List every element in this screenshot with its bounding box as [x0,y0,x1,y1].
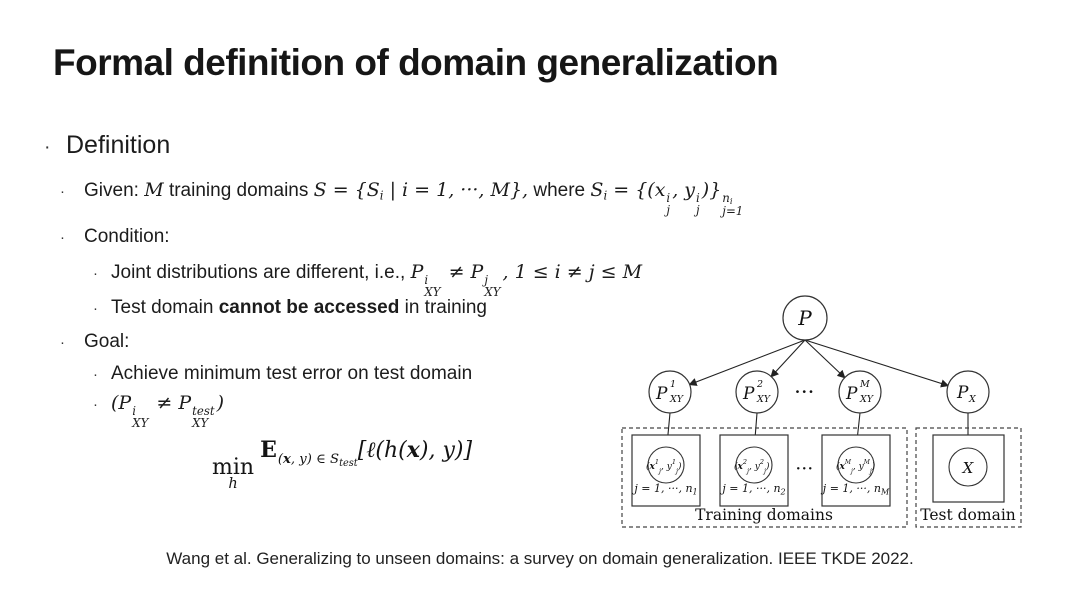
achieve-text: Achieve minimum test error on test domai… [111,363,473,384]
expectation-subscript: (x, y) ∈ Stest [277,451,358,469]
citation-footer: Wang et al. Generalizing to unseen domai… [166,549,914,568]
joint-distributions-text: Joint distributions are different, i.e.,… [111,261,643,300]
given-text: Given: M training domains S = {Si | i = … [84,179,744,219]
root-node-label: P [797,306,812,330]
ellipsis-nodes: ··· [795,383,815,401]
ellipsis-samples: ··· [796,462,814,477]
root-node-circle [782,295,828,341]
test-domain-group-box [915,427,1022,528]
definition-heading: · Definition [44,131,170,160]
arrow-root-to-p1 [688,339,806,386]
sample-2-label: (x2j, y2j) [734,458,770,475]
goal-heading: · Goal: [60,331,129,353]
pm-node-label: P [845,384,858,404]
bullet-icon: · [44,136,51,158]
given-line: · Given: M training domains S = {Si | i … [60,179,745,218]
condition-heading: · Condition: [60,226,170,248]
training-domains-group-box [621,427,908,528]
px-node-circle [946,370,990,414]
test-sample-label: X [962,459,975,477]
pm-node-circle [838,370,882,414]
bullet-icon: · [60,184,65,200]
goal-label: Goal: [84,331,130,352]
p2-node-circle [735,370,779,414]
bullet-icon: · [93,367,98,383]
achieve-line: · Achieve minimum test error on test dom… [93,363,472,385]
p2-node-label: P [742,384,755,404]
domain-generalization-diagram: P P 1 XY P 2 XY P M XY P X ··· ··· (x1j,… [621,295,1022,528]
bullet-icon: · [60,230,65,246]
bullet-icon: · [60,335,65,351]
svg-text:1: 1 [670,379,676,390]
definition-label: Definition [66,131,171,159]
px-node-label: P [956,383,969,403]
svg-text:X: X [968,394,977,405]
bullet-icon: · [93,266,98,282]
range-label-1: j = 1, ···, n1 [631,482,697,497]
bullet-icon: · [93,301,98,317]
arrow-root-to-pm [804,339,846,379]
svg-text:XY: XY [756,394,772,405]
sample-circle-m [837,446,875,484]
joint-distributions-line: · Joint distributions are different, i.e… [93,261,642,299]
p1-node-label: P [655,384,668,404]
arrow-root-to-p2 [770,339,806,378]
test-domain-line: · Test domain cannot be accessed in trai… [93,297,487,319]
range-label-m: j = 1, ···, nM [820,482,890,497]
range-label-2: j = 1, ···, n2 [719,482,785,497]
bullet-icon: · [93,397,98,413]
svg-text:M: M [859,379,870,390]
svg-text:2: 2 [756,379,763,390]
svg-text:XY: XY [669,394,685,405]
test-domain-text: Test domain cannot be accessed in traini… [111,297,487,318]
sample-circle-1 [647,446,685,484]
test-domain-caption: Test domain [920,506,1016,524]
training-domains-caption: Training domains [695,506,833,524]
sample-1-label: (x1j, y1j) [646,458,682,475]
svg-text:XY: XY [859,394,875,405]
sample-circle-2 [735,446,773,484]
condition-label: Condition: [84,226,170,247]
sample-m-label: (xMj, yMj) [836,459,876,475]
p1-node-circle [648,370,692,414]
test-sample-box [932,434,1005,503]
arrow-root-to-px [804,339,950,388]
page-title: Formal definition of domain generalizati… [53,42,779,83]
expectation-symbol: E [260,437,277,463]
test-sample-circle [948,447,988,487]
